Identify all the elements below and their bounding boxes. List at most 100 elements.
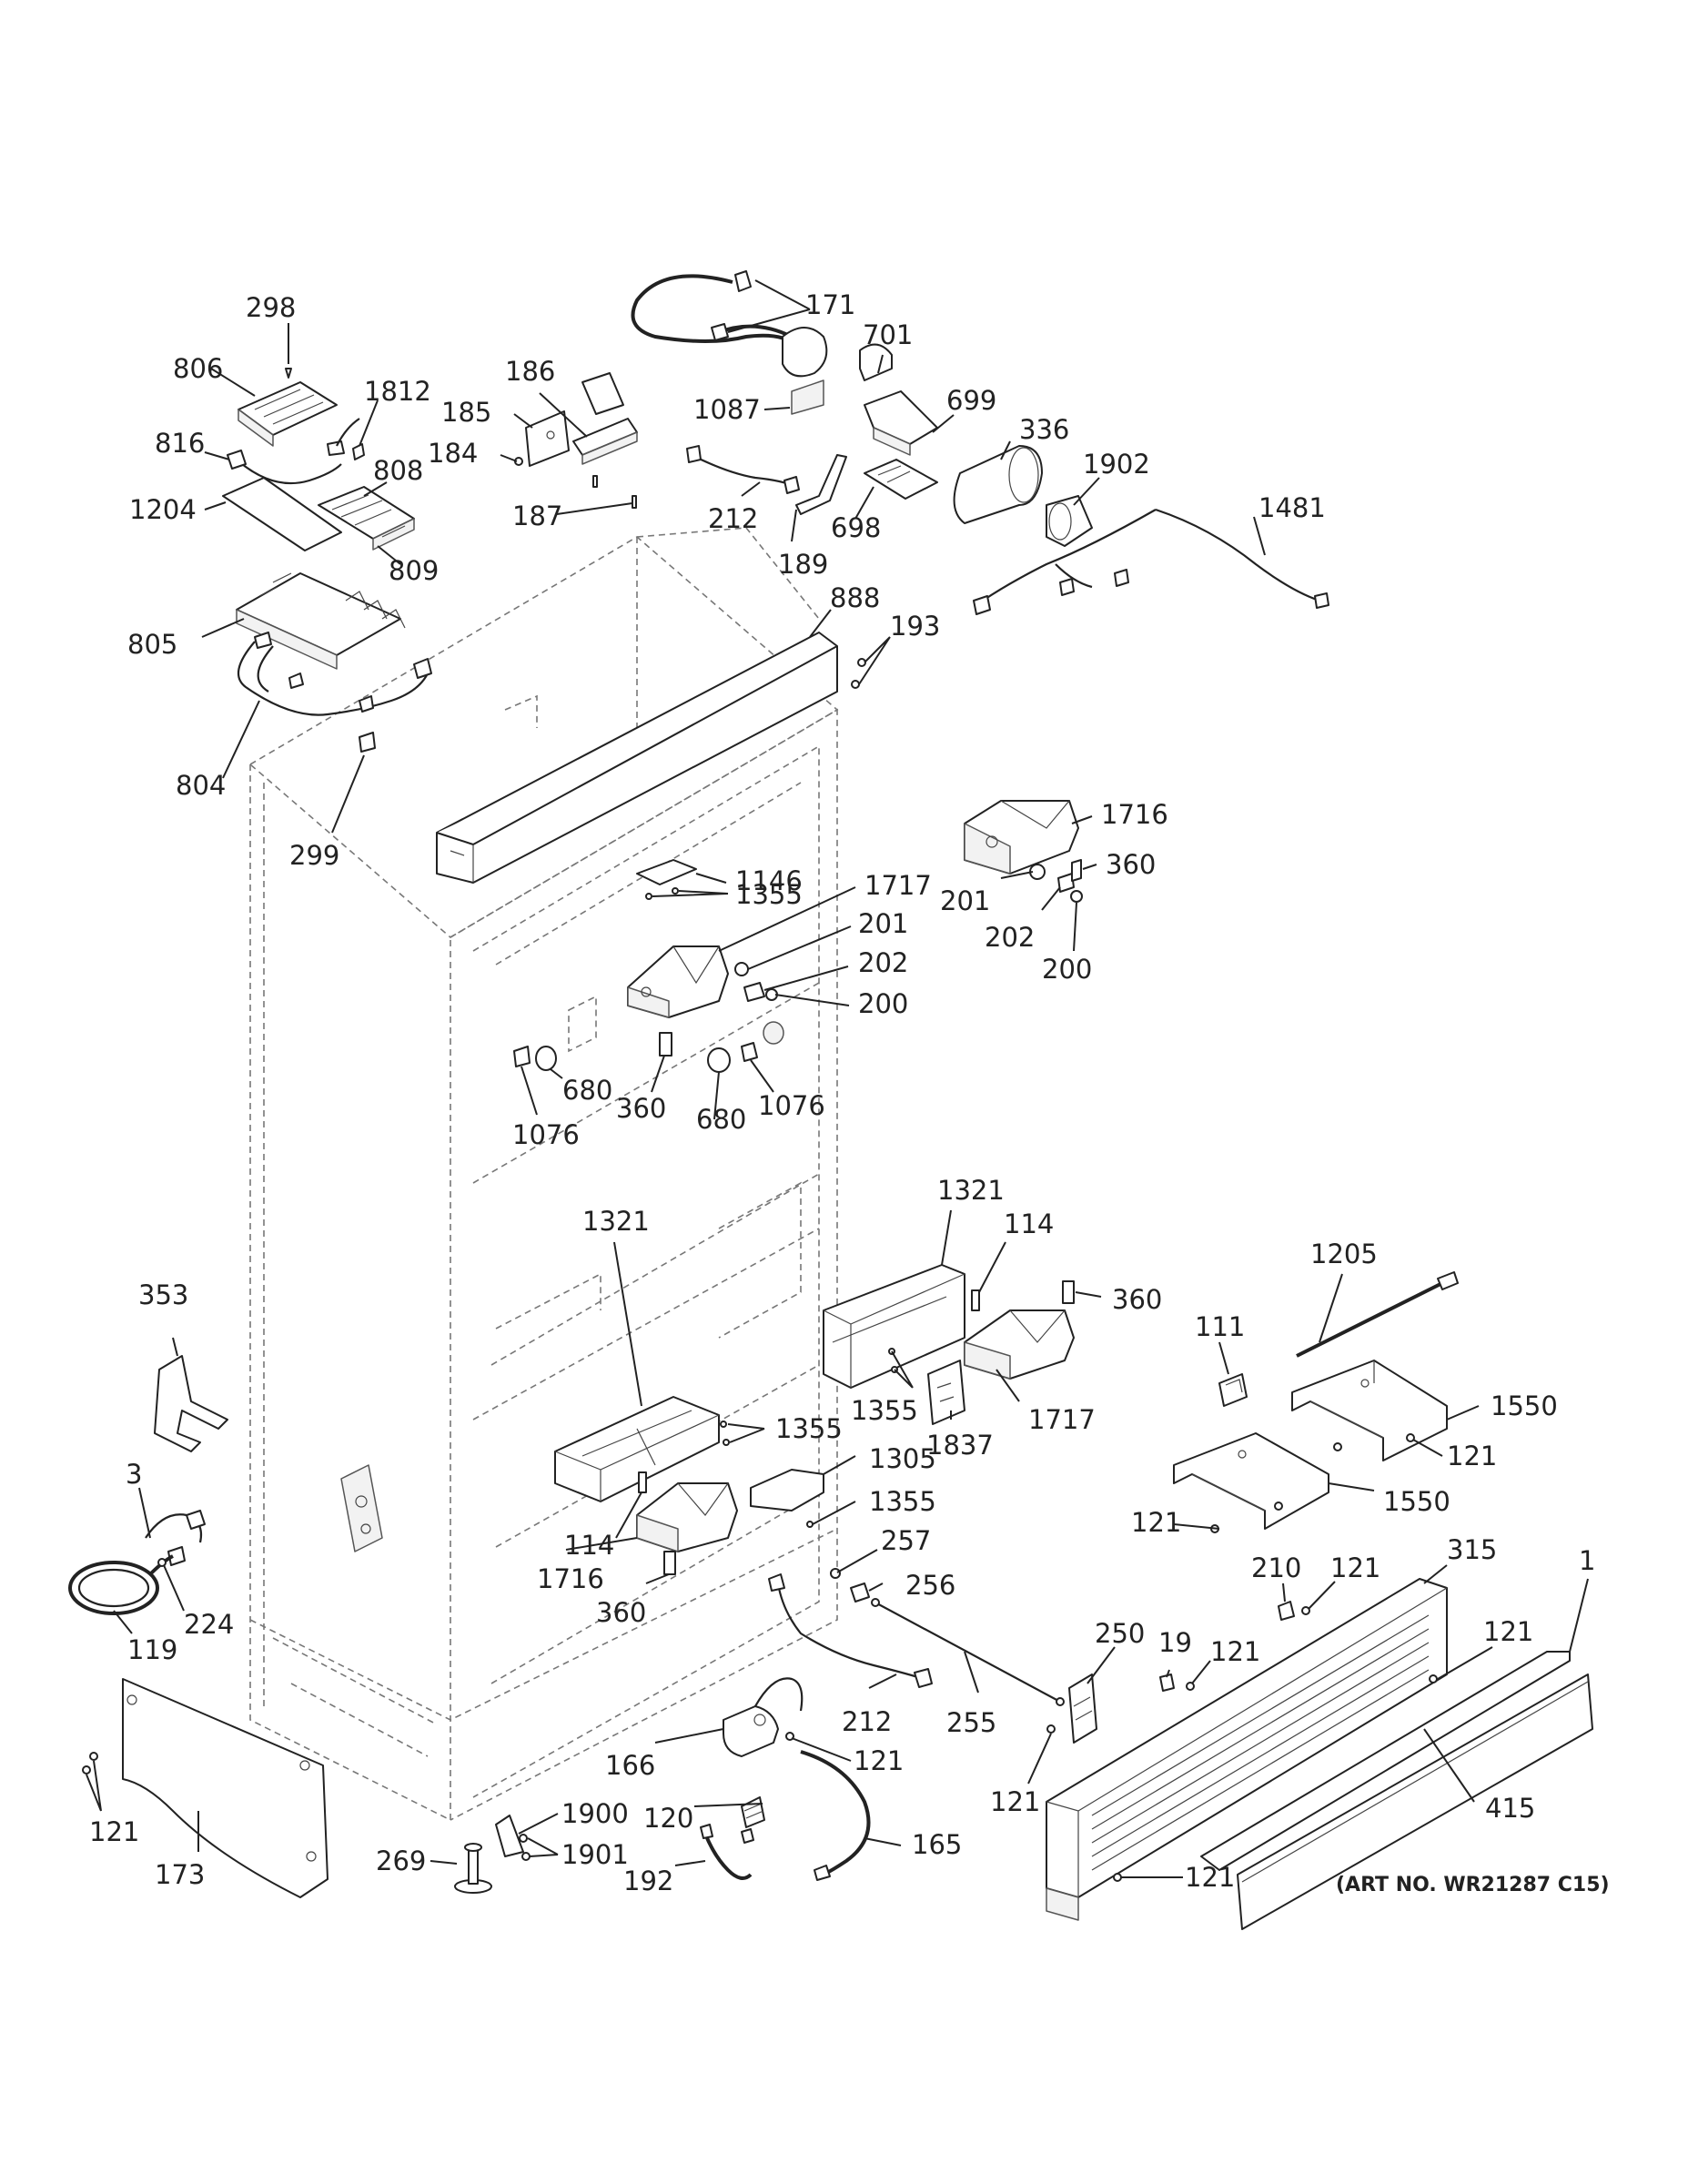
top-cover-888: [436, 632, 838, 884]
callout-298: 298: [246, 292, 296, 323]
bracket-189: [795, 454, 847, 515]
filter-120: [741, 1796, 765, 1828]
callout-1321-left: 1321: [582, 1206, 650, 1237]
toe-panel-173: [122, 1678, 329, 1898]
callout-1076-left: 1076: [512, 1119, 580, 1150]
water-line-165: [800, 1750, 871, 1881]
callout-201-right: 201: [940, 885, 990, 916]
hinge-parts-upper-left: [734, 962, 778, 1002]
callout-315: 315: [1447, 1534, 1497, 1565]
callout-816: 816: [155, 428, 205, 459]
callout-1305: 1305: [869, 1443, 936, 1474]
callout-187: 187: [512, 500, 562, 531]
leveling-leg-269: [454, 1843, 492, 1894]
callout-250: 250: [1095, 1618, 1145, 1649]
callout-257: 257: [881, 1525, 931, 1556]
main-control-board-806: [238, 381, 338, 447]
hinge-1717-lower: [964, 1309, 1075, 1380]
callout-808: 808: [373, 455, 423, 486]
water-valve-166: [723, 1677, 804, 1757]
callout-173: 173: [155, 1859, 205, 1890]
callout-680-left: 680: [562, 1075, 612, 1106]
callout-888: 888: [830, 582, 880, 613]
mounting-plate-1204: [222, 477, 342, 551]
screws-1901: [519, 1834, 531, 1861]
callout-1321-right: 1321: [937, 1175, 1005, 1206]
callout-19: 19: [1158, 1627, 1192, 1658]
callout-189: 189: [778, 549, 828, 580]
callout-1355-right: 1355: [851, 1395, 918, 1426]
callout-360-middle: 360: [1112, 1284, 1162, 1315]
plate-1837: [927, 1360, 965, 1425]
cover-698: [864, 459, 938, 500]
callout-360-upper-right: 360: [1106, 849, 1156, 880]
callout-1550-lower: 1550: [1383, 1486, 1450, 1517]
callout-202-right: 202: [985, 922, 1035, 953]
callout-200-left: 200: [858, 988, 908, 1019]
callout-699: 699: [946, 385, 996, 416]
bracket-1305: [750, 1469, 824, 1512]
callout-809: 809: [389, 555, 439, 586]
callout-1205: 1205: [1310, 1239, 1378, 1269]
filter-cap-1902: [1046, 495, 1093, 547]
trim-strip-415: [1200, 1651, 1571, 1871]
control-box-805: [236, 572, 406, 670]
callout-806: 806: [173, 353, 223, 384]
wire-212-top: [686, 445, 800, 494]
callout-360-upper-left: 360: [616, 1093, 666, 1124]
callout-193: 193: [890, 611, 940, 642]
hinge-1716-lower: [636, 1482, 738, 1552]
bracket-353: [154, 1355, 228, 1452]
screws-114-upper: [971, 1289, 980, 1311]
callout-3: 3: [126, 1459, 142, 1490]
callout-1717-lower: 1717: [1028, 1404, 1096, 1435]
connector-299: [359, 732, 376, 753]
fitting-257: [830, 1568, 841, 1579]
callout-804: 804: [176, 770, 226, 801]
callout-1355-upper: 1355: [735, 879, 803, 910]
bracket-1900: [495, 1815, 524, 1857]
screw-1355-lower: [806, 1521, 814, 1528]
callout-256: 256: [905, 1570, 955, 1601]
callout-1716-lower: 1716: [537, 1563, 604, 1594]
callout-labels: 298 806 1812 816 808 1204 809 805 804 29…: [89, 289, 1610, 1896]
valve-256: [850, 1582, 870, 1603]
callout-415: 415: [1485, 1793, 1535, 1824]
callout-299: 299: [289, 840, 339, 871]
callout-121-clip: 121: [1330, 1552, 1380, 1583]
bracket-185: [525, 410, 570, 467]
callout-121-screw19: 121: [1210, 1636, 1260, 1667]
callout-701: 701: [863, 319, 913, 350]
callout-210: 210: [1251, 1552, 1301, 1583]
callout-1087: 1087: [693, 394, 761, 425]
callout-698: 698: [831, 512, 881, 543]
water-tubing-171: [631, 270, 798, 348]
screw-298: [285, 368, 292, 379]
housing-809: [372, 518, 415, 551]
callout-212-bottom: 212: [842, 1706, 892, 1737]
art-number: (ART NO. WR21287 C15): [1336, 1874, 1610, 1896]
callout-121-left: 121: [89, 1816, 139, 1847]
hinge-bracket-250: [1068, 1673, 1097, 1744]
callout-121-cover-upper: 121: [1447, 1441, 1497, 1471]
screws-114-lower: [638, 1471, 647, 1493]
callout-1717-upper: 1717: [864, 870, 932, 901]
hinge-1717-upper: [627, 945, 729, 1018]
bracket-701: [859, 343, 893, 381]
rod-255: [871, 1598, 1065, 1706]
wire-harness-1481: [973, 508, 1329, 615]
callout-202-left: 202: [858, 947, 908, 978]
callout-1550-upper: 1550: [1491, 1390, 1558, 1421]
callout-121-valve: 121: [854, 1745, 904, 1776]
callout-171: 171: [805, 289, 855, 320]
callout-121-bracket: 121: [990, 1786, 1040, 1817]
wire-harness-816: [227, 418, 360, 485]
pin-360-lower: [663, 1551, 676, 1575]
callout-200-right: 200: [1042, 954, 1092, 985]
hinge-1716-upper: [964, 800, 1079, 875]
callout-805: 805: [127, 629, 177, 660]
callout-119: 119: [127, 1634, 177, 1665]
screws-1355-middle: [720, 1421, 730, 1446]
bracket-111: [1218, 1373, 1248, 1407]
